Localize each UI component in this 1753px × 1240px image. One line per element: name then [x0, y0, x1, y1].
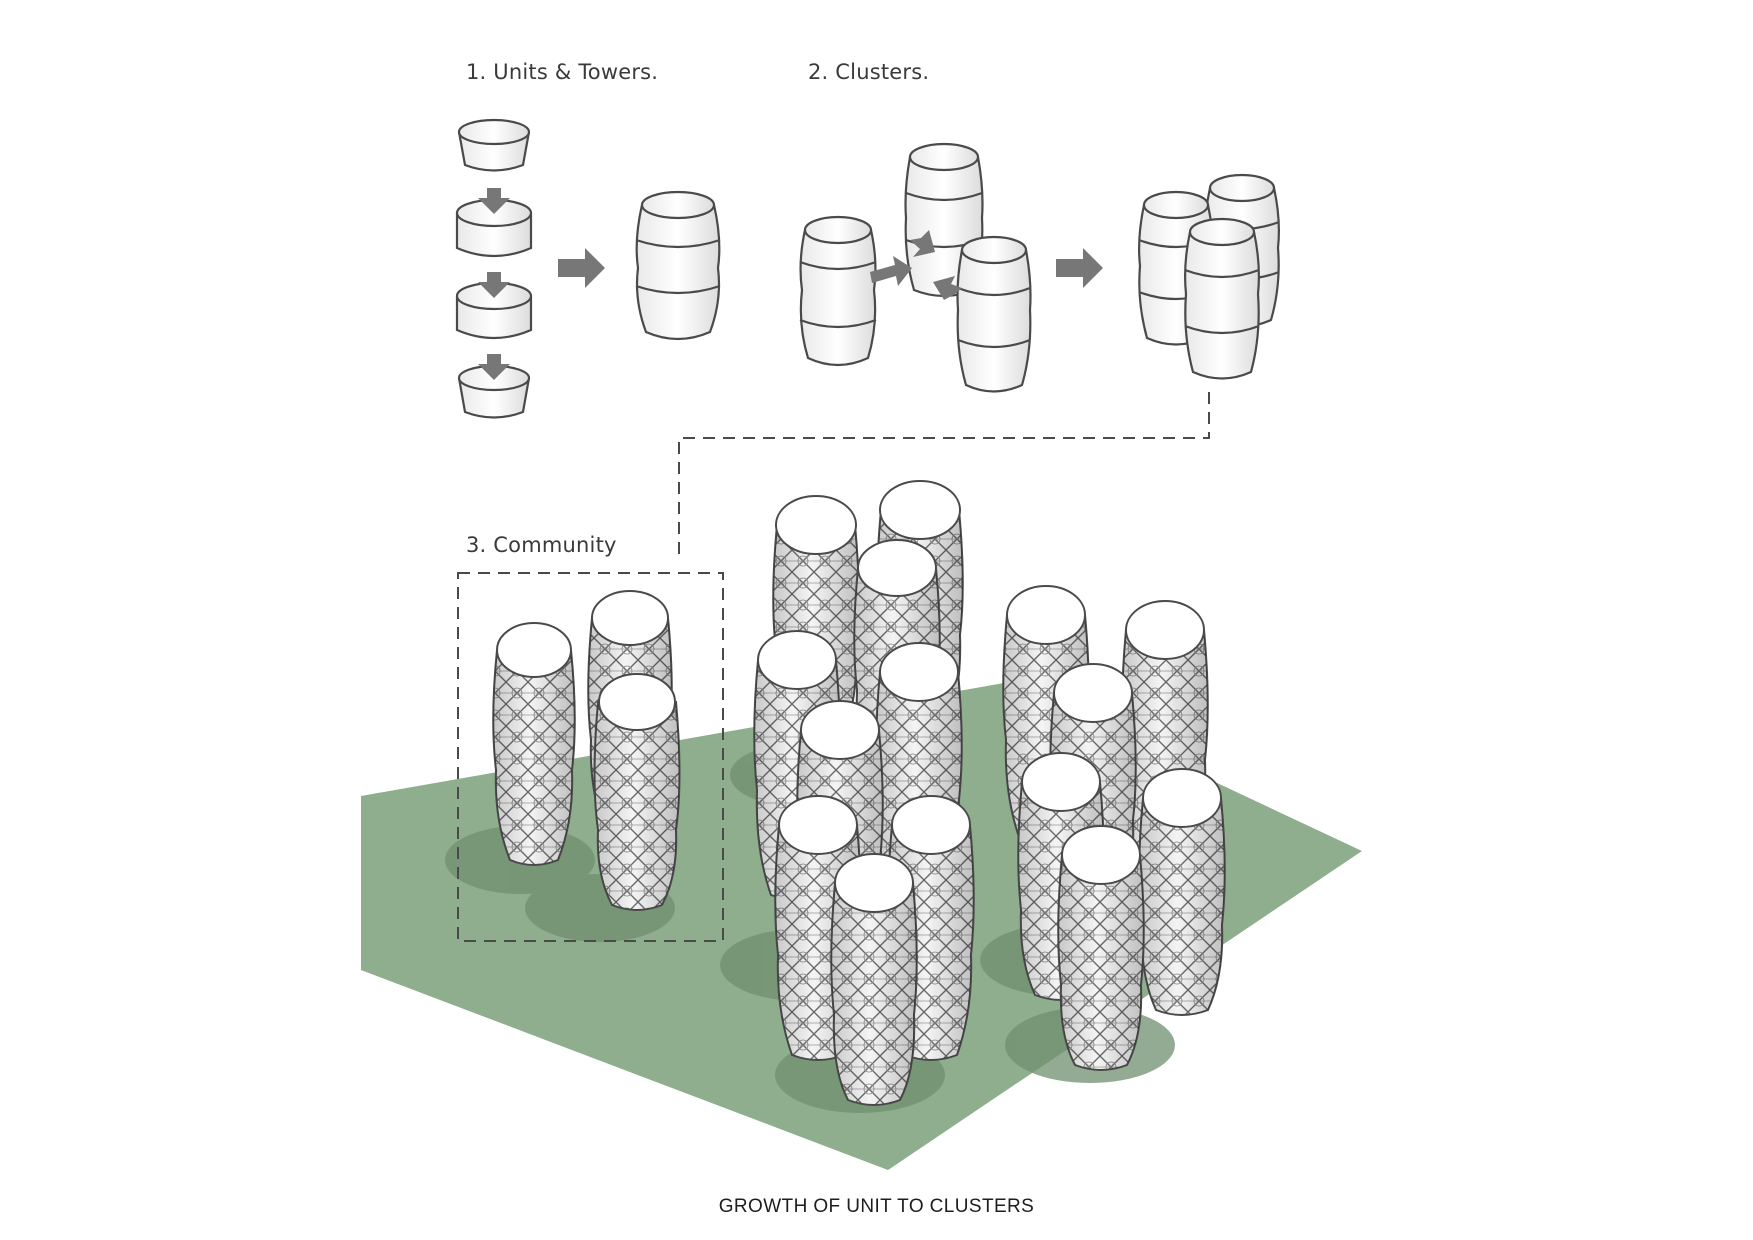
down-arrow-icon [478, 188, 510, 380]
lattice-towers [492, 480, 1226, 1106]
right-arrow-icon [870, 230, 962, 300]
step1-label: 1. Units & Towers. [466, 60, 659, 84]
cluster-tower [799, 215, 877, 367]
lattice-tower [830, 853, 918, 1106]
lattice-tower [492, 622, 576, 866]
cluster-tower [1184, 217, 1260, 380]
lattice-tower [1057, 825, 1145, 1071]
community-frame [457, 572, 724, 942]
lattice-tower [593, 673, 681, 911]
unit-module [455, 281, 533, 340]
cluster-tower [956, 235, 1032, 393]
right-arrow-icon [558, 248, 605, 288]
unit-module [457, 364, 531, 419]
unit-module [457, 118, 531, 172]
lattice-tower [1138, 768, 1226, 1016]
step3-label: 3. Community [466, 533, 617, 557]
cluster-group [1138, 173, 1280, 380]
right-arrow-icon [1056, 248, 1103, 288]
step2-label: 2. Clusters. [808, 60, 930, 84]
step2-clusters [799, 142, 1032, 393]
assembled-tower [635, 190, 721, 341]
connector-line [678, 392, 1210, 558]
figure-caption: GROWTH OF UNIT TO CLUSTERS [718, 1196, 1035, 1217]
step1-units [455, 118, 533, 419]
